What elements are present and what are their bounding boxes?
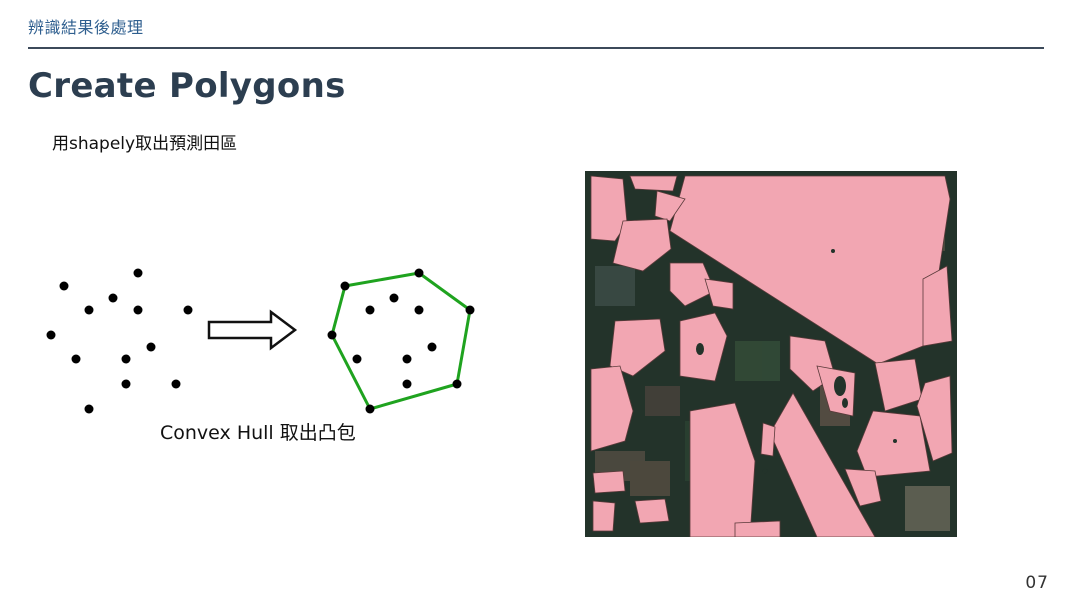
field-polygon xyxy=(689,402,756,537)
field-polygon xyxy=(654,190,686,222)
hull-point-set xyxy=(327,268,475,414)
input-point-set xyxy=(46,268,193,414)
field-polygon xyxy=(760,422,776,457)
page-number: 07 xyxy=(1025,573,1049,593)
field-polygon xyxy=(609,318,666,377)
field-polygon xyxy=(592,470,626,494)
field-polygon xyxy=(916,375,953,462)
field-polygon xyxy=(634,498,670,524)
slide-subtitle: 用shapely取出預測田區 xyxy=(52,134,238,154)
field-polygons xyxy=(590,175,953,537)
header-divider xyxy=(28,47,1044,49)
field-polygon xyxy=(922,265,953,347)
field-polygon xyxy=(844,468,882,507)
field-polygon xyxy=(704,278,734,310)
field-polygon xyxy=(856,410,931,478)
field-polygon xyxy=(612,218,672,272)
field-polygons-image xyxy=(585,171,957,537)
field-holes xyxy=(696,249,897,474)
section-label: 辨識結果後處理 xyxy=(28,18,144,37)
field-polygon xyxy=(734,520,781,537)
field-polygon xyxy=(592,500,616,532)
field-polygon xyxy=(629,175,678,192)
field-polygon xyxy=(669,262,716,307)
convex-hull-outline xyxy=(330,271,472,411)
slide-title: Create Polygons xyxy=(28,66,346,106)
convex-hull-diagram xyxy=(46,268,475,414)
field-polygon xyxy=(769,392,876,537)
field-polygon xyxy=(590,365,634,452)
convex-hull-caption: Convex Hull 取出凸包 xyxy=(160,422,356,444)
right-outline-arrow-icon xyxy=(207,309,298,351)
